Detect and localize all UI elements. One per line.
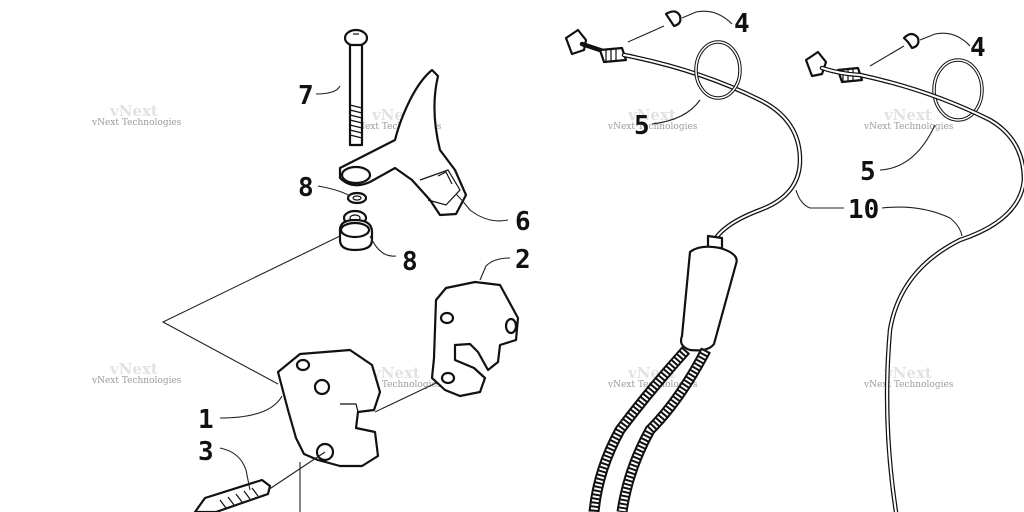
part-4-clip [869,32,920,67]
part-5-ring [932,58,984,122]
watermark-text: vNext Technologies [91,376,182,386]
callout-8-washer: 8 [298,173,314,203]
part-1-block [276,348,382,468]
watermark-brand: vNext [109,102,158,120]
watermark-text: vNext Technologies [351,122,442,132]
assembly-lines [161,235,437,512]
callout-8-nut: 8 [402,247,418,277]
callout-5-right: 5 [860,157,876,187]
watermark-text: vNext Technologies [863,380,954,390]
callout-4-left: 4 [734,9,750,39]
watermark-text: vNext Technologies [351,380,442,390]
part-3-bolt [193,478,272,512]
callout-3: 3 [198,437,214,467]
watermark-text: vNext Technologies [91,118,182,128]
part-7-screw [343,28,369,147]
watermark-brand: vNext [371,364,420,382]
watermark-brand: vNext [883,106,932,124]
callout-2: 2 [515,245,531,275]
watermark-brand: vNext [883,364,932,382]
cable-assembly-right [804,50,1024,512]
part-4-clip [627,10,682,43]
callout-4-right: 4 [970,33,986,63]
callouts: 7 8 8 6 2 1 3 4 4 5 5 10 [198,9,986,467]
callout-7: 7 [298,81,314,111]
cable-assembly-left [564,28,803,512]
callout-10: 10 [848,195,879,225]
callout-5-left: 5 [634,111,650,141]
callout-6: 6 [515,207,531,237]
part-5-ring [694,40,742,100]
watermark-brand: vNext [109,360,158,378]
watermark-text: vNext Technologies [863,122,954,132]
leader-lines [219,10,971,491]
part-8-nut [338,209,374,252]
part-2-clamp [430,280,520,398]
watermark-brand: vNext [627,106,676,124]
callout-1: 1 [198,405,214,435]
watermark-text: vNext Technologies [607,122,698,132]
part-8-washer [346,191,368,205]
part-6-lever [338,68,468,217]
